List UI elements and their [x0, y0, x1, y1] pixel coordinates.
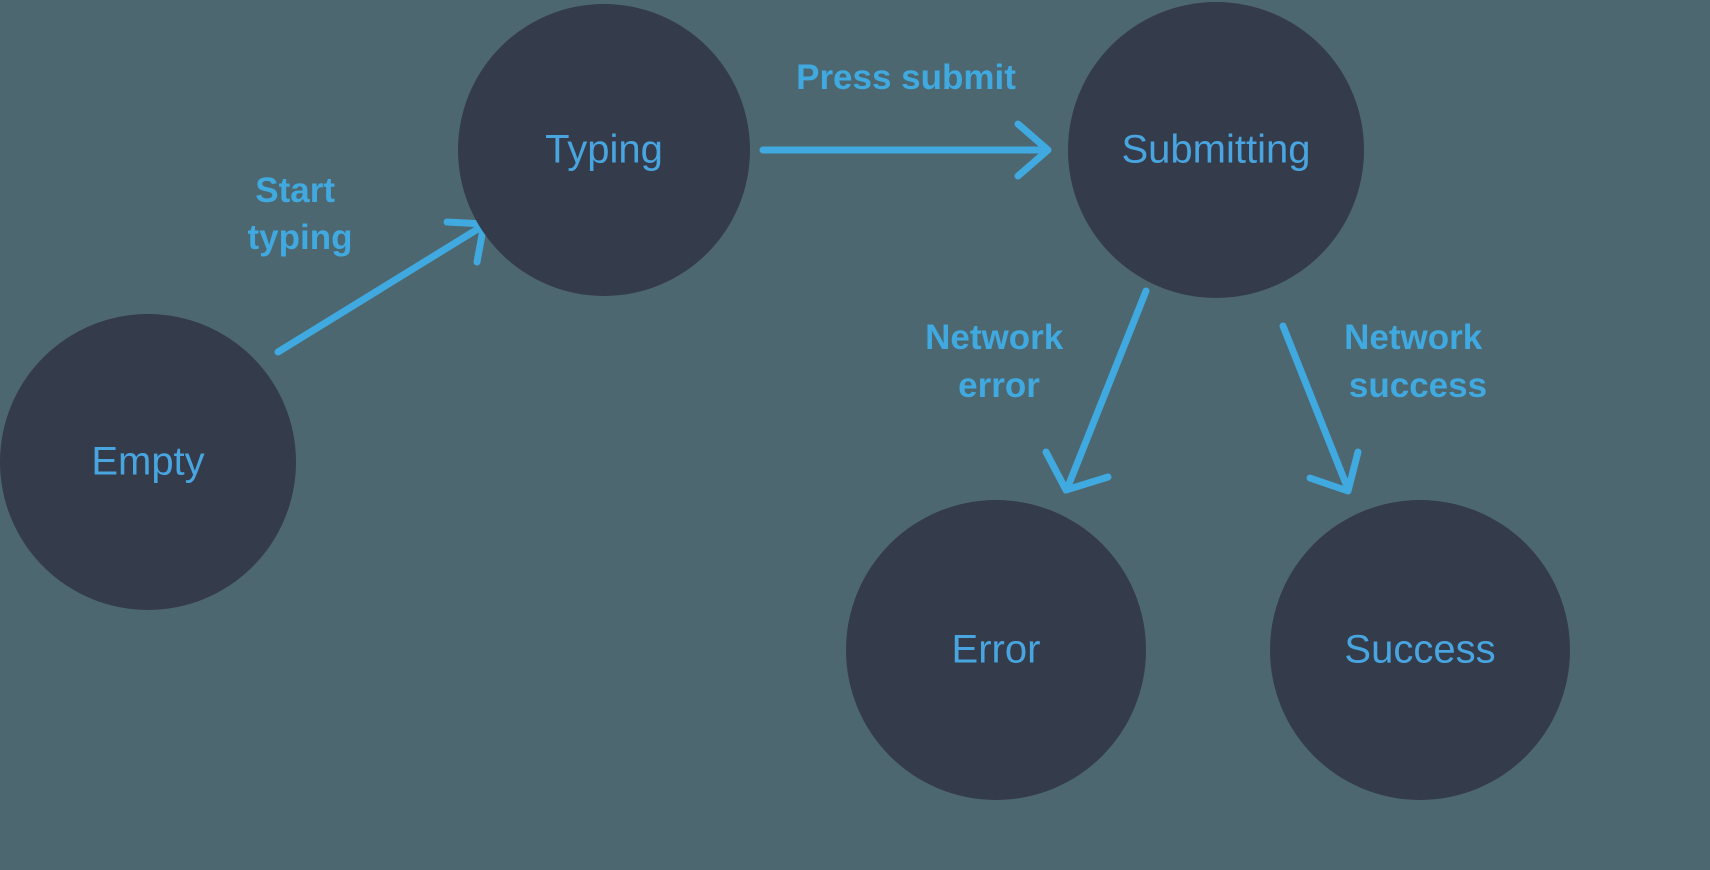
- transitions-layer: Start typing Press submit Network error: [248, 58, 1492, 495]
- state-node-success-label: Success: [1344, 628, 1495, 672]
- state-node-success[interactable]: Success: [1270, 500, 1570, 800]
- states-layer: Empty Typing Submitting Error Success: [0, 2, 1570, 800]
- transition-network-error-label-line-2: error: [958, 366, 1040, 405]
- transition-network-error[interactable]: Network error: [925, 287, 1150, 494]
- transition-press-submit-arrowhead-icon: [1014, 120, 1052, 180]
- transition-press-submit-label: Press submit: [796, 58, 1016, 97]
- state-node-error-label: Error: [952, 628, 1041, 672]
- state-node-typing-label: Typing: [545, 128, 663, 172]
- state-node-empty-label: Empty: [91, 440, 204, 484]
- transition-network-success-label-line-1: Network: [1344, 318, 1483, 357]
- transition-network-error-label-line-1: Network: [925, 318, 1064, 357]
- state-node-submitting-circle: [1068, 2, 1364, 298]
- transition-start-typing-label-line-1: Start: [255, 171, 335, 210]
- state-node-empty[interactable]: Empty: [0, 314, 296, 610]
- transition-start-typing-label-line-2: typing: [248, 218, 353, 257]
- state-node-success-circle: [1270, 500, 1570, 800]
- state-node-typing[interactable]: Typing: [458, 4, 750, 296]
- transition-network-error-label: Network error: [925, 318, 1073, 405]
- transition-network-success-label: Network success: [1344, 318, 1492, 405]
- transition-network-success-arrowhead-icon: [1306, 448, 1362, 495]
- state-node-error-circle: [846, 500, 1146, 800]
- transition-network-success-label-line-2: success: [1349, 366, 1487, 405]
- transition-press-submit[interactable]: Press submit: [759, 58, 1052, 180]
- transition-network-error-arrowhead-icon: [1042, 448, 1112, 494]
- transition-network-success[interactable]: Network success: [1279, 318, 1492, 495]
- state-node-empty-circle: [0, 314, 296, 610]
- state-node-typing-circle: [458, 4, 750, 296]
- state-node-submitting-label: Submitting: [1122, 128, 1311, 172]
- transition-start-typing[interactable]: Start typing: [248, 171, 488, 356]
- state-node-error[interactable]: Error: [846, 500, 1146, 800]
- transition-start-typing-line: [274, 223, 485, 356]
- transition-network-error-line: [1065, 287, 1150, 488]
- state-node-submitting[interactable]: Submitting: [1068, 2, 1364, 298]
- transition-start-typing-label: Start typing: [248, 171, 353, 257]
- transition-network-success-line: [1279, 322, 1350, 488]
- transition-press-submit-label-line-1: Press submit: [796, 58, 1016, 97]
